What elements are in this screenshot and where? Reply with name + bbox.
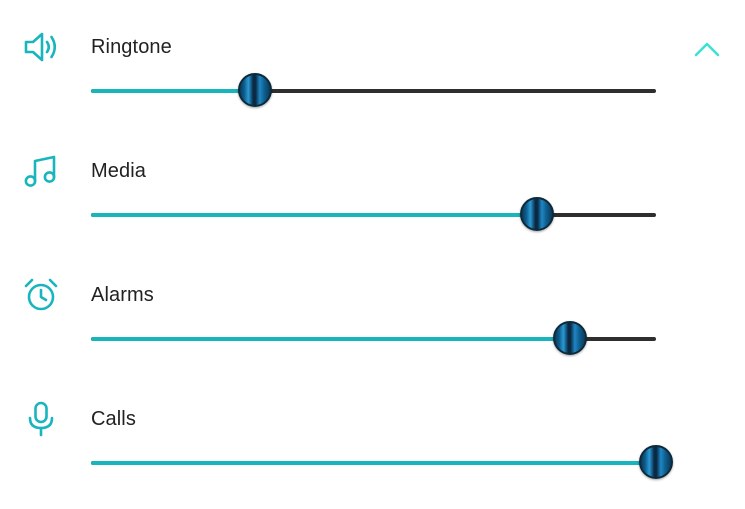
slider-fill <box>91 461 656 465</box>
volume-label-ringtone: Ringtone <box>91 36 172 58</box>
calls-volume-slider[interactable] <box>91 445 673 479</box>
slider-track <box>91 89 656 93</box>
volume-row-alarms: Alarms <box>0 248 745 372</box>
chevron-up-icon <box>694 42 720 57</box>
slider-thumb[interactable] <box>639 445 673 479</box>
volume-row-calls: Calls <box>0 372 745 496</box>
volume-row-media: Media <box>0 124 745 248</box>
volume-row-ringtone: Ringtone <box>0 0 745 124</box>
volume-label-calls: Calls <box>91 408 136 430</box>
ringtone-volume-slider[interactable] <box>91 73 656 107</box>
media-volume-slider[interactable] <box>91 197 656 231</box>
speaker-icon <box>22 28 60 66</box>
alarms-volume-slider[interactable] <box>91 321 656 355</box>
slider-fill <box>91 337 570 341</box>
slider-fill <box>91 89 255 93</box>
alarm-clock-icon <box>22 276 60 314</box>
volume-label-media: Media <box>91 160 146 182</box>
slider-fill <box>91 213 538 217</box>
slider-thumb[interactable] <box>552 321 587 355</box>
collapse-button[interactable] <box>690 36 724 62</box>
slider-thumb[interactable] <box>237 73 272 107</box>
music-note-icon <box>22 152 60 190</box>
volume-label-alarms: Alarms <box>91 284 154 306</box>
microphone-icon <box>22 400 60 438</box>
slider-thumb[interactable] <box>520 197 555 231</box>
